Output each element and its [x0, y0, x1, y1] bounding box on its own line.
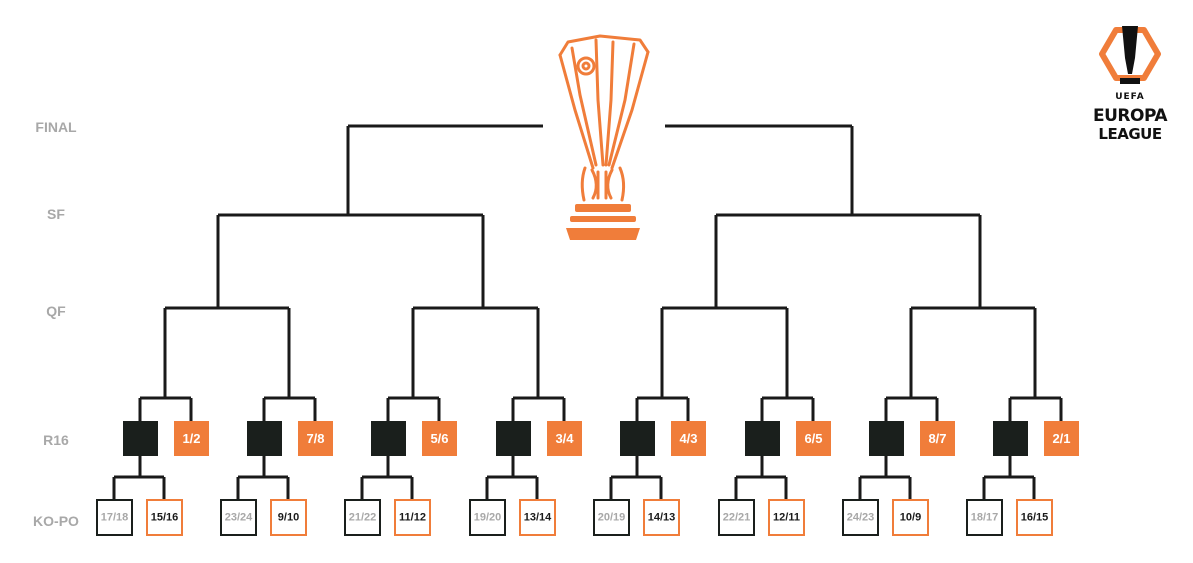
logo-line2: LEAGUE — [1098, 125, 1162, 143]
kopo-label: 21/22 — [349, 512, 377, 524]
kopo-label: 23/24 — [225, 512, 253, 524]
logo-line1: EUROPA — [1092, 106, 1168, 126]
r16-seed-box — [671, 421, 706, 456]
kopo-box — [344, 499, 381, 536]
kopo-box — [718, 499, 755, 536]
r16-seed-box — [547, 421, 582, 456]
r16-team-box — [620, 421, 655, 456]
r16-team-box — [371, 421, 406, 456]
r16-seed-label: 5/6 — [430, 431, 448, 446]
kopo-box-orange — [394, 499, 431, 536]
r16-seed-box — [796, 421, 831, 456]
bracket-boxes: 1/2 17/18 15/16 7/8 23/24 9/10 5/6 21/22 11/12 3/… — [96, 421, 1079, 536]
kopo-box — [842, 499, 879, 536]
round-label-sf: SF — [47, 206, 65, 222]
kopo-box — [469, 499, 506, 536]
r16-seed-label: 2/1 — [1052, 431, 1070, 446]
kopo-box-orange — [519, 499, 556, 536]
kopo-box-orange — [1016, 499, 1053, 536]
trophy-icon — [558, 34, 650, 202]
r16-team-box — [745, 421, 780, 456]
r16-seed-box — [174, 421, 209, 456]
kopo-label: 20/19 — [598, 512, 626, 524]
kopo-box — [593, 499, 630, 536]
kopo-box-orange — [892, 499, 929, 536]
round-label-kopo: KO-PO — [33, 513, 79, 529]
kopo-label: 19/20 — [474, 512, 502, 524]
r16-seed-label: 1/2 — [182, 431, 200, 446]
kopo-label: 17/18 — [101, 512, 129, 524]
kopo-label: 9/10 — [278, 512, 299, 524]
kopo-box — [96, 499, 133, 536]
r16-seed-box — [422, 421, 457, 456]
r16-seed-box — [920, 421, 955, 456]
kopo-box-orange — [768, 499, 805, 536]
r16-team-box — [123, 421, 158, 456]
r16-seed-label: 8/7 — [928, 431, 946, 446]
r16-seed-box — [298, 421, 333, 456]
kopo-box — [966, 499, 1003, 536]
trophy-base — [566, 204, 640, 240]
kopo-label: 11/12 — [399, 512, 426, 524]
r16-seed-label: 4/3 — [679, 431, 697, 446]
kopo-label: 13/14 — [524, 512, 552, 524]
kopo-box-orange — [146, 499, 183, 536]
round-label-r16: R16 — [43, 432, 69, 448]
r16-team-box — [993, 421, 1028, 456]
round-label-qf: QF — [46, 303, 66, 319]
kopo-label: 16/15 — [1021, 512, 1049, 524]
r16-team-box — [247, 421, 282, 456]
logo-emblem-icon — [1099, 26, 1161, 84]
r16-seed-label: 6/5 — [804, 431, 822, 446]
kopo-label: 15/16 — [151, 512, 179, 524]
kopo-box-orange — [643, 499, 680, 536]
kopo-label: 18/17 — [971, 512, 999, 524]
kopo-label: 12/11 — [773, 512, 800, 524]
kopo-box-orange — [270, 499, 307, 536]
r16-seed-label: 3/4 — [555, 431, 574, 446]
round-label-final: FINAL — [35, 119, 77, 135]
bracket-lines — [112, 124, 1063, 500]
kopo-label: 24/23 — [847, 512, 875, 524]
r16-seed-box — [1044, 421, 1079, 456]
europa-league-logo: UEFA EUROPA LEAGUE — [1080, 22, 1180, 152]
logo-uefa: UEFA — [1115, 92, 1145, 102]
kopo-label: 22/21 — [723, 512, 751, 524]
r16-team-box — [869, 421, 904, 456]
r16-seed-label: 7/8 — [306, 431, 324, 446]
kopo-box — [220, 499, 257, 536]
kopo-label: 14/13 — [648, 512, 676, 524]
r16-team-box — [496, 421, 531, 456]
kopo-label: 10/9 — [900, 512, 921, 524]
